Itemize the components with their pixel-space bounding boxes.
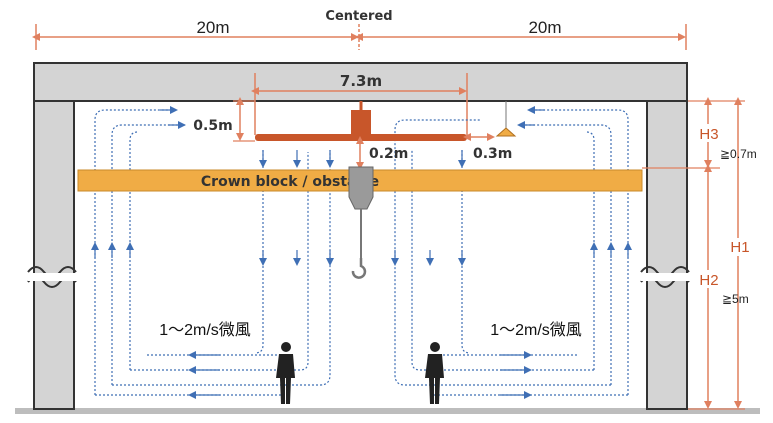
left-breeze-label: 1～2m/s微風 [159, 321, 251, 339]
person-right-icon [425, 342, 444, 404]
gap-below-label: 0.2m [369, 146, 408, 162]
h2-label: H2 [699, 272, 718, 289]
right-span-label: 20m [528, 18, 561, 37]
fan [255, 101, 467, 141]
drop-label: 0.5m [193, 118, 232, 134]
fan-span-label: 7.3m [340, 72, 382, 90]
left-span-label: 20m [196, 18, 229, 37]
left-wall [33, 100, 75, 410]
airflow-arrows [91, 106, 632, 399]
h2-min-label: ≧5m [722, 292, 749, 306]
person-left-icon [276, 342, 295, 404]
fan-span-dimension [251, 73, 468, 135]
centered-label: Centered [325, 9, 392, 24]
span-dimension [32, 24, 687, 50]
ground [15, 408, 760, 414]
h3-label: H3 [699, 126, 718, 143]
fan-blades [255, 134, 467, 141]
right-breeze-label: 1～2m/s微風 [490, 321, 582, 339]
h3-min-label: ≧0.7m [720, 147, 757, 161]
crane-hook-icon [348, 166, 374, 279]
h1-label: H1 [730, 239, 749, 256]
lamp-icon [495, 101, 517, 137]
right-wall [646, 100, 688, 410]
fan-motor [351, 110, 371, 134]
crown-block-label: Crown block / obstacle [201, 174, 379, 190]
side-gap-label: 0.3m [473, 146, 512, 162]
drop-dimension [233, 97, 255, 142]
